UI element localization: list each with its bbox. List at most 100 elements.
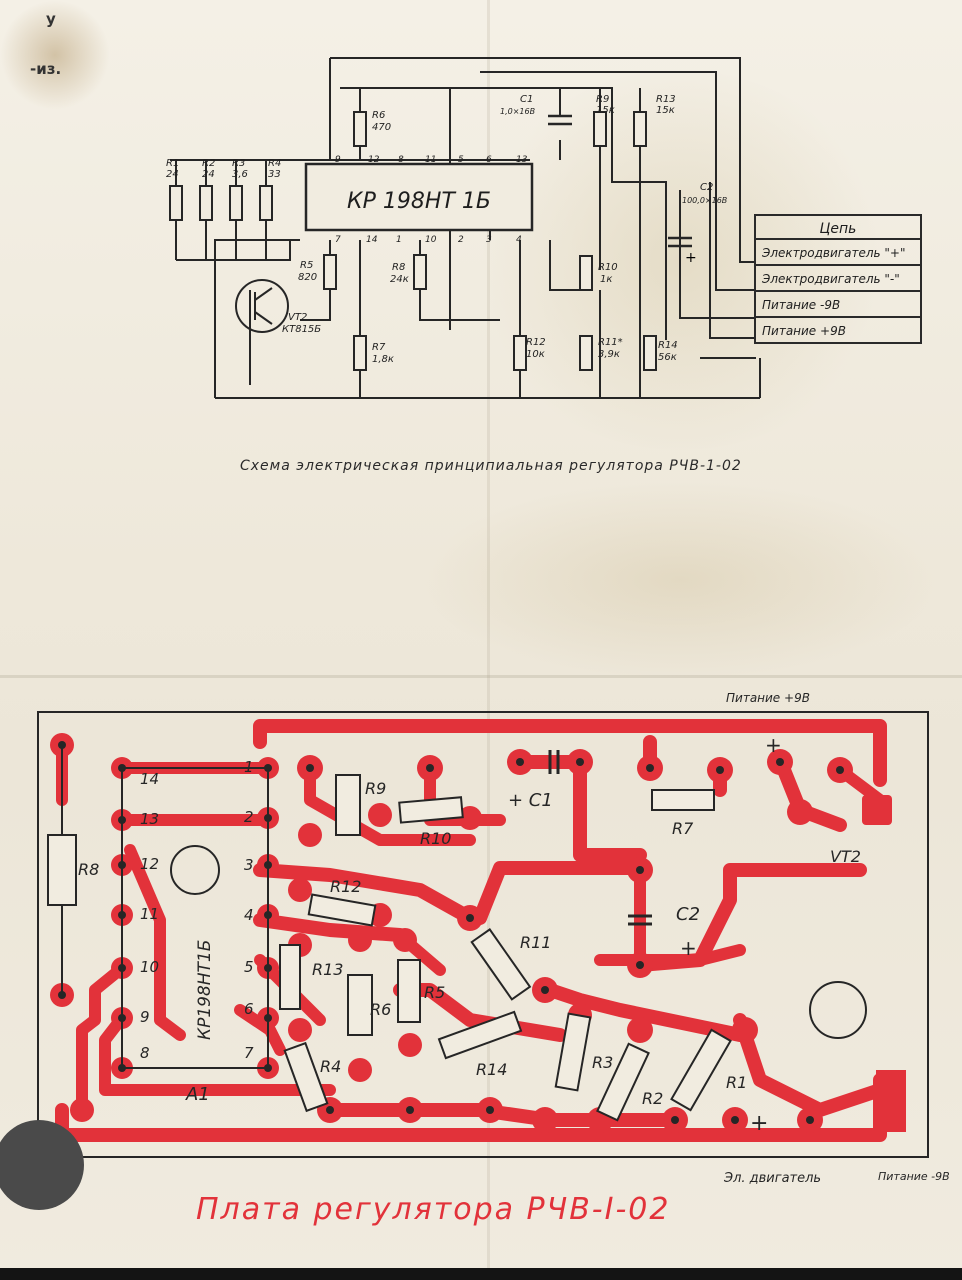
- r1-outline: [670, 1028, 732, 1112]
- ic-pin: 14: [366, 235, 378, 245]
- circuit-schematic: КР 198НТ 1Б 9 12 8 11 5 6 13 7 14 1 10 2…: [166, 57, 761, 399]
- ic-pin: 4: [516, 235, 522, 245]
- c1-label: + C1: [508, 790, 553, 811]
- r7-value: 1,8к: [372, 354, 394, 365]
- ic-pin: 11: [425, 155, 436, 165]
- pin-label: 6: [244, 1000, 254, 1018]
- resistor-symbol: [593, 111, 607, 147]
- r11-value: 3,9к: [598, 349, 620, 360]
- pad-square: [876, 1070, 906, 1132]
- corner-fragment-1: у: [46, 10, 56, 28]
- pin-label: 13: [140, 810, 159, 828]
- pad: [288, 878, 312, 902]
- ic-pin: 8: [398, 155, 404, 165]
- ic-body: [304, 162, 534, 232]
- lens-button-icon[interactable]: [0, 1120, 84, 1210]
- r9-label: R9: [365, 779, 386, 798]
- resistor-symbol: [353, 111, 367, 147]
- r6-label: R6: [370, 1000, 391, 1019]
- connection-table: Цепь Электродвигатель "+" Электродвигате…: [754, 214, 922, 344]
- ic-pin: 1: [396, 235, 402, 245]
- r5-label: R5: [424, 983, 445, 1002]
- r10-value: 1к: [600, 274, 612, 285]
- c2-label: C2: [676, 904, 700, 925]
- r1-value: 24: [166, 169, 179, 180]
- r12-outline: [307, 893, 377, 927]
- c2-value: 100,0×16В: [682, 196, 727, 205]
- pcb-capacitors: [548, 750, 652, 926]
- pad: [532, 1107, 558, 1133]
- ic-pins: 9 12 8 11 5 6 13 7 14 1 10 2 3 4: [335, 155, 528, 245]
- r4-value: 33: [268, 169, 281, 180]
- c2-plus-sign: +: [685, 250, 697, 266]
- r3-value: 3,6: [232, 169, 248, 180]
- resistor-symbol: [633, 111, 647, 147]
- pad: [70, 1098, 94, 1122]
- r2-value: 24: [202, 169, 215, 180]
- r3-label: R3: [592, 1053, 613, 1072]
- pin-label: 12: [140, 855, 159, 873]
- r13-outline: [279, 944, 301, 1010]
- vt2-value: КТ815Б: [282, 324, 321, 335]
- fold-line-horizontal: [0, 675, 962, 678]
- r13-value: 15к: [656, 105, 675, 116]
- r12-name: R12: [526, 337, 546, 348]
- resistor-symbol: [259, 185, 273, 221]
- pin-label: 9: [140, 1008, 150, 1026]
- r4-name: R4: [268, 158, 281, 169]
- pad: [732, 1017, 758, 1043]
- r2-outline: [596, 1042, 650, 1122]
- pad: [348, 928, 372, 952]
- resistor-symbol: [413, 254, 427, 290]
- r5-name: R5: [300, 260, 313, 271]
- r2-name: R2: [202, 158, 215, 169]
- r2-label: R2: [642, 1089, 663, 1108]
- ic-pin: 6: [486, 155, 492, 165]
- r4-outline: [283, 1041, 329, 1113]
- c1-value: 1,0×16В: [500, 107, 535, 116]
- r6-name: R6: [372, 110, 385, 121]
- connection-table-row: Электродвигатель "-": [754, 266, 922, 292]
- pin-label: 1: [244, 758, 254, 776]
- connection-table-header: Цепь: [754, 214, 922, 240]
- pcb-components: [47, 774, 732, 1122]
- r10-label: R10: [420, 829, 451, 848]
- power-minus-label: Питание -9В: [878, 1170, 950, 1183]
- pad: [348, 1058, 372, 1082]
- ic-pin: 12: [368, 155, 380, 165]
- bottom-bar: [0, 1268, 962, 1280]
- pad: [627, 1017, 653, 1043]
- schematic-labels: R1 24 R2 24 R3 3,6 R4 33 R5 820 R6 470 R…: [166, 94, 727, 365]
- r3-name: R3: [232, 158, 245, 169]
- a1-label: A1: [185, 1084, 210, 1105]
- pcb-layout: 14 13 12 11 10 9 8 1 2 3 4 5 6 7 КР198НТ…: [37, 691, 950, 1186]
- resistor-symbol: [169, 185, 183, 221]
- motor-label: Эл. двигатель: [723, 1171, 821, 1186]
- r4-label: R4: [320, 1057, 341, 1076]
- schematic-caption: Схема электрическая принципиальная регул…: [240, 458, 742, 474]
- vt2-name: VT2: [288, 312, 307, 323]
- r13-name: R13: [656, 94, 676, 105]
- pin-label: 14: [140, 770, 159, 788]
- transistor-vt2-symbol: [235, 279, 289, 333]
- pcb-holes: [58, 741, 844, 1124]
- mounting-hole: [809, 981, 867, 1039]
- resistor-symbol: [323, 254, 337, 290]
- r9-name: R9: [596, 94, 609, 105]
- r8-name: R8: [392, 262, 405, 273]
- r11-name: R11*: [598, 337, 623, 348]
- pin-label: 3: [244, 856, 254, 874]
- r14-name: R14: [658, 340, 678, 351]
- r14-value: 56к: [658, 352, 677, 363]
- ic-pin: 5: [458, 155, 464, 165]
- r3-outline: [554, 1012, 592, 1092]
- r12-value: 10к: [526, 349, 545, 360]
- c1-name: C1: [520, 94, 533, 105]
- pad: [298, 823, 322, 847]
- pad-square: [862, 795, 892, 825]
- schematic-capacitors: [548, 114, 692, 248]
- r7-outline: [651, 789, 715, 811]
- r6-value: 470: [372, 122, 391, 133]
- r10-name: R10: [598, 262, 618, 273]
- r9-value: 15к: [596, 105, 615, 116]
